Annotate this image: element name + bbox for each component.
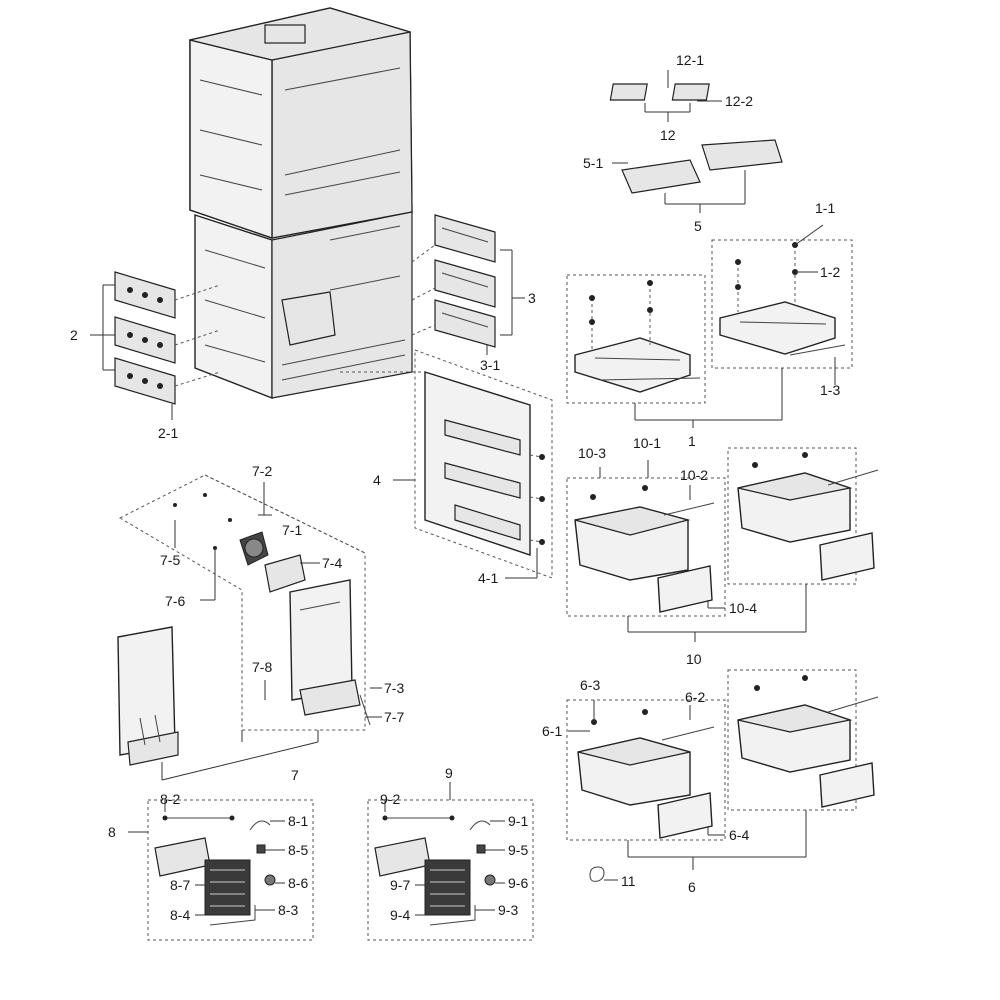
label-9-7: 9-7 bbox=[390, 877, 410, 893]
label-10-4: 10-4 bbox=[729, 600, 757, 616]
label-9-5: 9-5 bbox=[508, 842, 528, 858]
label-8-7: 8-7 bbox=[170, 877, 190, 893]
part-1-assembly bbox=[566, 224, 853, 428]
label-1: 1 bbox=[688, 433, 696, 449]
label-2: 2 bbox=[70, 327, 78, 343]
label-10-2: 10-2 bbox=[680, 467, 708, 483]
label-12: 12 bbox=[660, 127, 676, 143]
label-6-2: 6-2 bbox=[685, 689, 705, 705]
label-10: 10 bbox=[686, 651, 702, 667]
label-8-2: 8-2 bbox=[160, 791, 180, 807]
label-4: 4 bbox=[373, 472, 381, 488]
label-9-3: 9-3 bbox=[498, 902, 518, 918]
label-4-1: 4-1 bbox=[478, 570, 498, 586]
part-9-assembly bbox=[367, 782, 534, 941]
label-6: 6 bbox=[688, 879, 696, 895]
label-7: 7 bbox=[291, 767, 299, 783]
part-12-assembly bbox=[609, 70, 722, 122]
label-9-1: 9-1 bbox=[508, 813, 528, 829]
label-5: 5 bbox=[694, 218, 702, 234]
label-9-6: 9-6 bbox=[508, 875, 528, 891]
label-8-3: 8-3 bbox=[278, 902, 298, 918]
label-1-3: 1-3 bbox=[820, 382, 840, 398]
label-7-4: 7-4 bbox=[322, 555, 342, 571]
label-9-2: 9-2 bbox=[380, 791, 400, 807]
part-3-assembly bbox=[411, 214, 525, 355]
label-10-1: 10-1 bbox=[633, 435, 661, 451]
label-9: 9 bbox=[445, 765, 453, 781]
label-7-2: 7-2 bbox=[252, 463, 272, 479]
label-7-6: 7-6 bbox=[165, 593, 185, 609]
label-2-1: 2-1 bbox=[158, 425, 178, 441]
part-7-assembly bbox=[117, 474, 382, 781]
part-11 bbox=[589, 866, 618, 882]
label-8-1: 8-1 bbox=[288, 813, 308, 829]
label-7-3: 7-3 bbox=[384, 680, 404, 696]
label-3-1: 3-1 bbox=[480, 357, 500, 373]
label-6-4: 6-4 bbox=[729, 827, 749, 843]
label-6-1: 6-1 bbox=[542, 723, 562, 739]
label-8-5: 8-5 bbox=[288, 842, 308, 858]
label-8: 8 bbox=[108, 824, 116, 840]
label-7-8: 7-8 bbox=[252, 659, 272, 675]
label-12-1: 12-1 bbox=[676, 52, 704, 68]
label-8-4: 8-4 bbox=[170, 907, 190, 923]
label-1-1: 1-1 bbox=[815, 200, 835, 216]
part-10-assembly bbox=[566, 447, 879, 642]
cabinet-liner bbox=[189, 7, 413, 400]
label-12-2: 12-2 bbox=[725, 93, 753, 109]
label-6-3: 6-3 bbox=[580, 677, 600, 693]
label-9-4: 9-4 bbox=[390, 907, 410, 923]
label-8-6: 8-6 bbox=[288, 875, 308, 891]
part-5-assembly bbox=[612, 139, 783, 213]
label-7-7: 7-7 bbox=[384, 709, 404, 725]
part-2-assembly bbox=[90, 271, 221, 420]
label-10-3: 10-3 bbox=[578, 445, 606, 461]
label-1-2: 1-2 bbox=[820, 264, 840, 280]
label-11: 11 bbox=[621, 873, 636, 889]
label-3: 3 bbox=[528, 290, 536, 306]
part-6-assembly bbox=[566, 669, 879, 870]
part-8-assembly bbox=[128, 799, 314, 941]
label-5-1: 5-1 bbox=[583, 155, 603, 171]
label-7-1: 7-1 bbox=[282, 522, 302, 538]
part-4-assembly bbox=[340, 349, 553, 579]
label-7-5: 7-5 bbox=[160, 552, 180, 568]
